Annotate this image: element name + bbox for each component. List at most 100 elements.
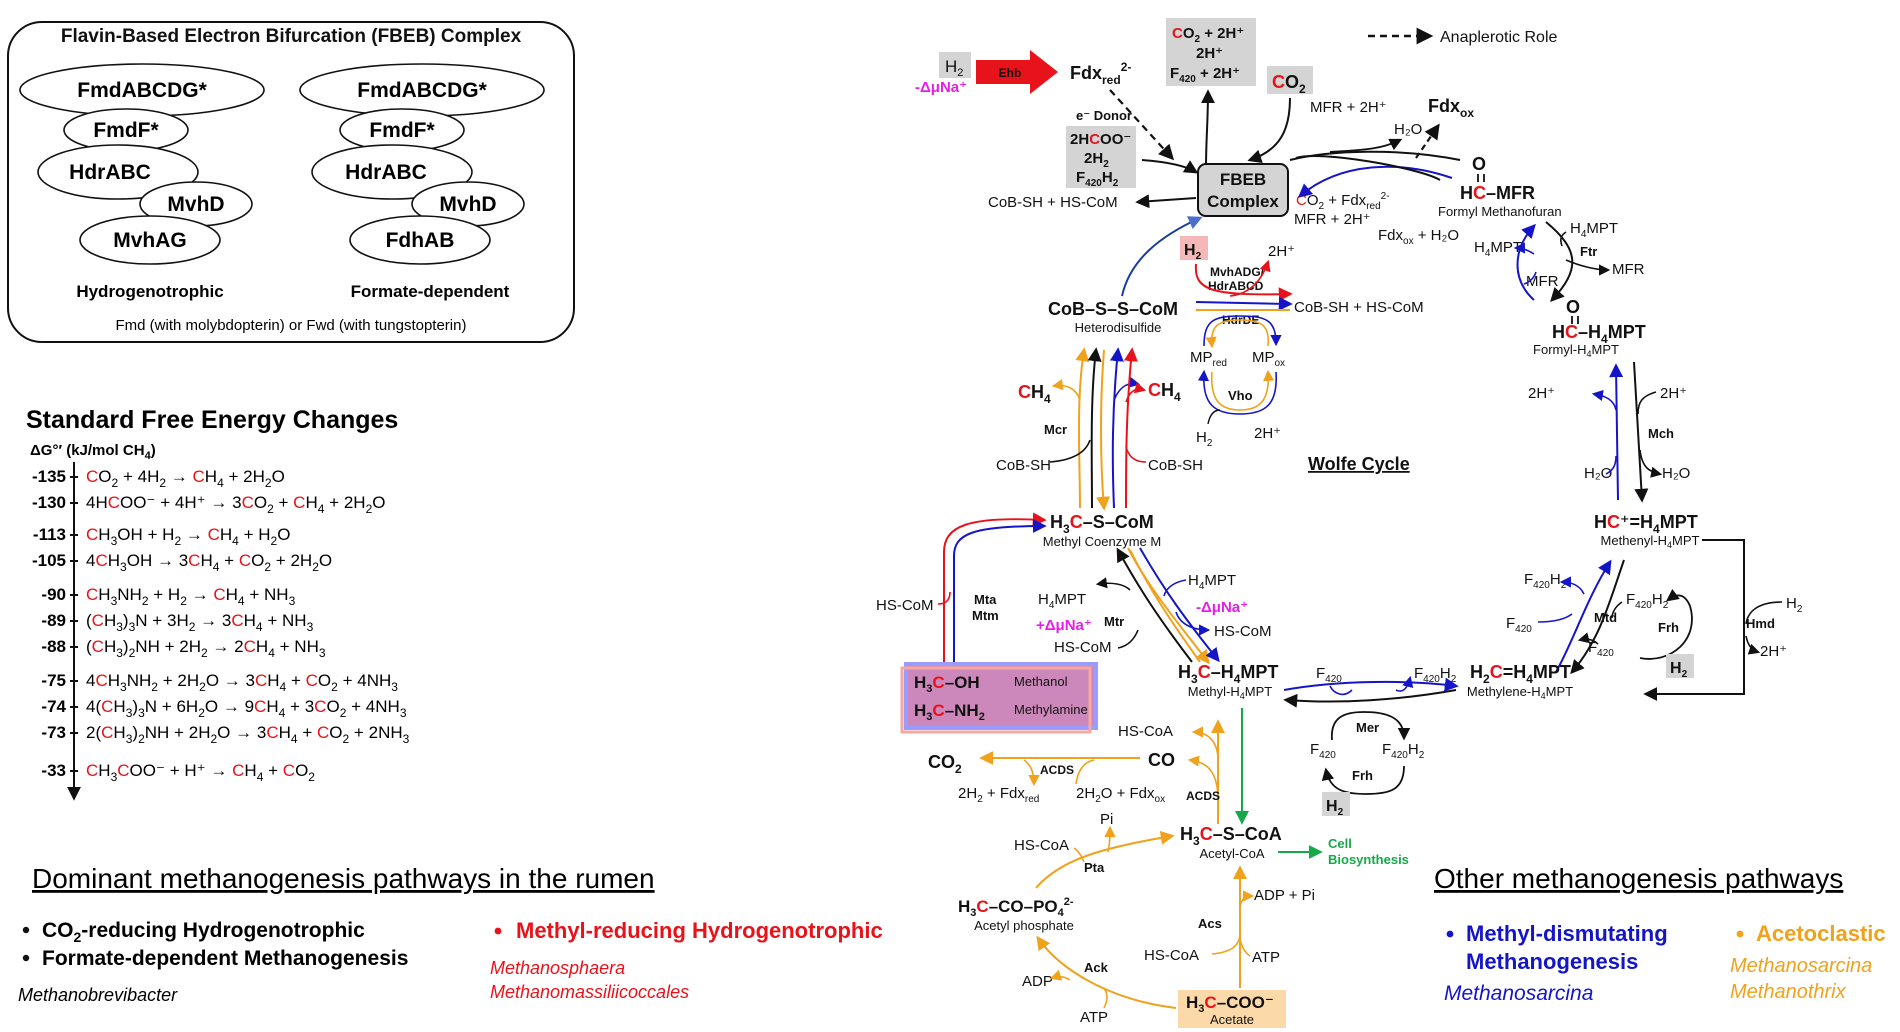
mvh-red bbox=[1194, 263, 1293, 302]
f420h2-mtd-l: F420H2 bbox=[1524, 571, 1567, 591]
rumen-pathways: Dominant methanogenesis pathways in the … bbox=[18, 863, 883, 1005]
mcr-orange-ch4 bbox=[1051, 379, 1081, 401]
hydrogenotrophic-subunit: MvhD bbox=[167, 193, 224, 216]
mcr-orange-r bbox=[1096, 349, 1111, 511]
vho-blue bbox=[1197, 369, 1277, 415]
f420-mer-top: F420 bbox=[1316, 665, 1342, 685]
ehb-label: Ehb bbox=[999, 66, 1022, 80]
o-letter-h4mpt: O bbox=[1566, 297, 1580, 317]
acs-in-2 bbox=[1211, 935, 1241, 955]
energy-equation: 2(CH3)2NH + 2H2O → 3CH4 + CO2 + 2NH3 bbox=[86, 723, 410, 746]
vho-orange bbox=[1211, 369, 1275, 411]
formate-subunit: FdhAB bbox=[386, 229, 455, 252]
fbeb-panel-title: Flavin-Based Electron Bifurcation (FBEB)… bbox=[61, 26, 522, 47]
energy-equation: 4CH3OH → 3CH4 + CO2 + 2H2O bbox=[86, 551, 332, 574]
ftr-blue-out bbox=[1513, 242, 1535, 255]
cob-sh-left: CoB-SH bbox=[996, 457, 1051, 474]
h2o-mch-right: H₂O bbox=[1662, 465, 1690, 482]
hdrabc-ellipse bbox=[37, 144, 199, 200]
mta-red bbox=[943, 512, 1047, 664]
other-organism-1: Methanosarcina bbox=[1444, 982, 1593, 1005]
mtr-black bbox=[1116, 547, 1193, 663]
mtr-black-in bbox=[1117, 629, 1139, 649]
formate-subunit: FmdF* bbox=[369, 119, 435, 142]
frh-enzyme-low: Frh bbox=[1352, 768, 1373, 783]
mta-blue bbox=[953, 519, 1047, 664]
vho-h2-in bbox=[1207, 409, 1221, 425]
hdrde-loop-blue bbox=[1203, 315, 1282, 347]
acetate-box bbox=[1178, 990, 1286, 1028]
frh-top-loop bbox=[1639, 588, 1693, 660]
bullet-dot bbox=[22, 954, 30, 962]
mtr-orange-2 bbox=[1127, 547, 1210, 665]
co2-to-fbeb bbox=[1247, 97, 1291, 164]
fdhab-ellipse bbox=[349, 215, 491, 265]
pi-label: Pi bbox=[1100, 811, 1113, 828]
co2-box-top bbox=[1166, 18, 1256, 86]
mcr-black-in bbox=[1049, 439, 1091, 463]
mch-blue-out bbox=[1591, 389, 1617, 411]
formate-label: Formate-dependent bbox=[351, 282, 510, 301]
mtd-blue bbox=[1555, 559, 1612, 673]
methylamine-formula: H3C–NH2 bbox=[914, 701, 985, 723]
hmd-enzyme: Hmd bbox=[1746, 616, 1775, 631]
acds-out bbox=[1023, 759, 1040, 787]
energy-equation: (CH3)3N + 3H2 → 3CH4 + NH3 bbox=[86, 611, 314, 634]
co2-fdx-red: CO2 + Fdxred2- bbox=[1296, 191, 1390, 212]
ftr-black-in bbox=[1560, 231, 1567, 247]
formyl-methanofuran-label: Formyl Methanofuran bbox=[1438, 204, 1562, 219]
mtr-black-out bbox=[1095, 577, 1131, 591]
acetate-formula: H3C–COO⁻ bbox=[1186, 993, 1274, 1015]
energy-axis-label: ΔG°′ (kJ/mol CH4) bbox=[30, 442, 156, 462]
mvhag-ellipse bbox=[79, 215, 221, 265]
acs-in-1 bbox=[1239, 939, 1251, 957]
h-mch-right: 2H⁺ bbox=[1660, 385, 1687, 402]
energy-value: -113 bbox=[33, 525, 66, 544]
hydrogenotrophic-label: Hydrogenotrophic bbox=[76, 282, 223, 301]
co2-box bbox=[1267, 66, 1313, 94]
mvh-enzyme-1: MvhADG/ bbox=[1210, 265, 1265, 279]
mtd-black bbox=[1570, 559, 1625, 675]
formate-subunit: FmdABCDG* bbox=[357, 79, 487, 102]
h4mpt-mtr-l: H4MPT bbox=[1038, 591, 1086, 611]
bullet-dot bbox=[1736, 930, 1744, 938]
rumen-bullet-1: CO2-reducing Hydrogenotrophic bbox=[42, 919, 365, 945]
mtr-enzyme: Mtr bbox=[1104, 614, 1124, 629]
energy-value: -74 bbox=[41, 697, 66, 716]
f420h2-mtd-r: F420H2 bbox=[1626, 591, 1669, 611]
methyl-h4mpt-label: Methyl-H4MPT bbox=[1188, 684, 1273, 701]
h2-box bbox=[939, 52, 971, 78]
mtd-black-out bbox=[1577, 632, 1599, 645]
mp-red: MPred bbox=[1190, 349, 1227, 369]
mtd-black-in bbox=[1611, 601, 1623, 619]
hs-coa-co: HS-CoA bbox=[1118, 723, 1173, 740]
ehb-dmu: -ΔμNa⁺ bbox=[915, 79, 967, 96]
arrow-to-co2-box bbox=[1200, 89, 1215, 169]
h2o-mch-left: H₂O bbox=[1584, 465, 1612, 482]
ack-enzyme: Ack bbox=[1084, 960, 1109, 975]
h2-donor: 2H2 bbox=[1084, 150, 1109, 170]
e-donor-label: e⁻ Donor bbox=[1076, 108, 1132, 123]
h4mpt-mtr-r: H4MPT bbox=[1188, 572, 1236, 592]
mch-black bbox=[1633, 361, 1649, 503]
fbeb-panel: Flavin-Based Electron Bifurcation (FBEB)… bbox=[7, 21, 575, 343]
energy-equation: 4HCOO⁻ + 4H⁺ → 3CO2 + CH4 + 2H2O bbox=[86, 493, 386, 516]
mch-black-out bbox=[1639, 449, 1663, 478]
mtr-blue-in bbox=[1163, 579, 1187, 597]
rumen-organism-2: Methanosphaera bbox=[490, 958, 625, 978]
ch4-right: CH4 bbox=[1148, 380, 1181, 404]
mcr-red bbox=[1123, 347, 1138, 509]
h-mch-left: 2H⁺ bbox=[1528, 385, 1555, 402]
other-title: Other methanogenesis pathways bbox=[1434, 863, 1843, 894]
hs-coa-acs: HS-CoA bbox=[1144, 947, 1199, 964]
energy-value: -135 bbox=[32, 467, 66, 486]
mcr-black-l bbox=[1087, 347, 1102, 509]
methyl-com: H3C–S–CoM bbox=[1050, 512, 1154, 536]
fbeb-footnote: Fmd (with molybdopterin) or Fwd (with tu… bbox=[116, 317, 467, 334]
hs-coa-branch bbox=[1191, 726, 1219, 761]
methanol-label: Methanol bbox=[1014, 674, 1068, 689]
mta-enzyme: Mta bbox=[974, 592, 997, 607]
co2-line: CO2 + 2H⁺ bbox=[1172, 25, 1244, 45]
dmu-pos-mtr: +ΔμNa⁺ bbox=[1036, 617, 1092, 634]
